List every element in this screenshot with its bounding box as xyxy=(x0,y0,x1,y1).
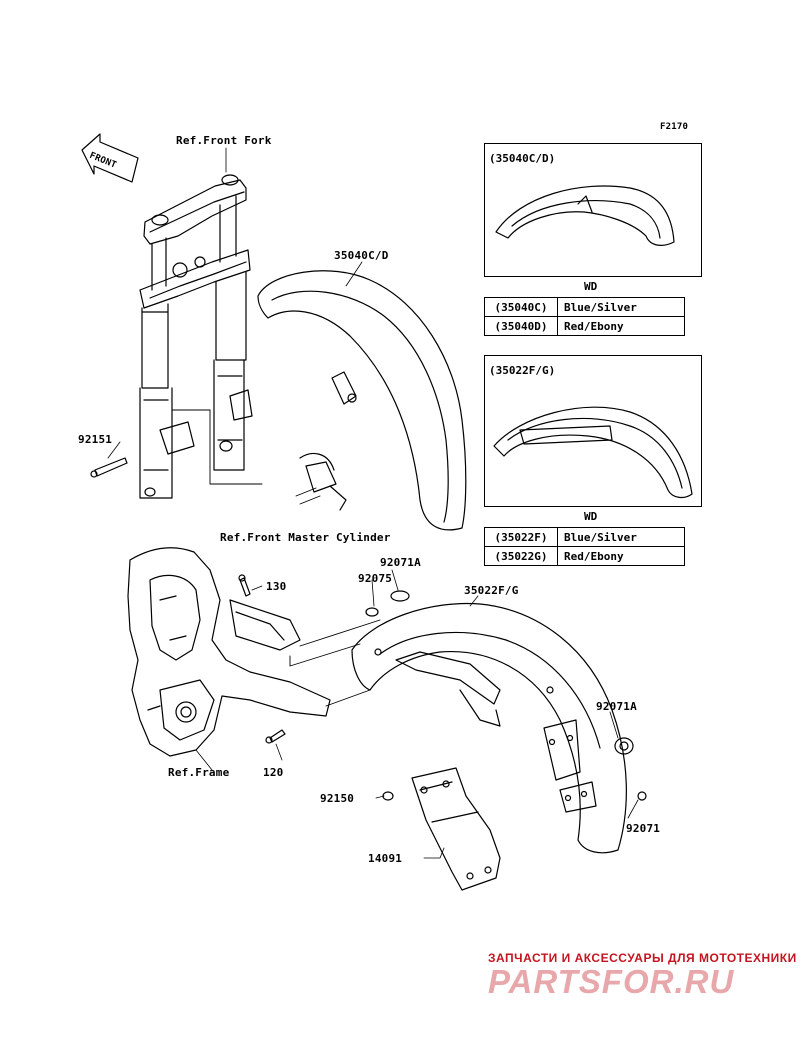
color-code-cell: (35022G) xyxy=(484,546,558,566)
part-label-92071a-right: 92071A xyxy=(596,700,637,713)
mud-flap-drawing xyxy=(411,767,501,891)
inset-fender-sketch-front xyxy=(495,185,675,246)
table-row: (35040C) Blue/Silver xyxy=(484,297,685,317)
watermark-tagline: ЗАПЧАСТИ И АКСЕССУАРЫ ДЛЯ МОТОТЕХНИКИ xyxy=(488,951,797,965)
figure-code: F2170 xyxy=(660,122,689,132)
front-fender-drawing xyxy=(257,270,467,531)
part-label-92071a-top: 92071A xyxy=(380,556,421,569)
front-fender-variant-inset: (35040C/D) xyxy=(484,143,702,277)
part-label-14091: 14091 xyxy=(368,852,403,865)
table-row: (35022G) Red/Ebony xyxy=(484,546,685,566)
front-fender-wd-label: WD xyxy=(584,280,598,293)
callout-leaders xyxy=(107,147,639,859)
part-label-92151: 92151 xyxy=(78,433,113,446)
inset-fender-sketch-rear xyxy=(493,406,693,499)
color-code-cell: (35040D) xyxy=(484,316,558,336)
part-label-92075: 92075 xyxy=(358,572,393,585)
part-label-rear-fender: 35022F/G xyxy=(464,584,519,597)
ref-frame-label: Ref.Frame xyxy=(168,766,230,779)
rear-fender-variant-inset: (35022F/G) xyxy=(484,355,702,507)
ref-front-fork-label: Ref.Front Fork xyxy=(176,134,272,147)
rear-fender-drawing xyxy=(351,590,647,854)
table-row: (35040D) Red/Ebony xyxy=(484,316,685,336)
front-fork-drawing xyxy=(90,174,263,499)
front-fender-variant-title: (35040C/D) xyxy=(489,152,556,165)
part-label-92150: 92150 xyxy=(320,792,355,805)
color-name-cell: Red/Ebony xyxy=(557,316,685,336)
front-arrow-icon xyxy=(81,133,139,183)
rear-fender-variant-title: (35022F/G) xyxy=(489,364,556,377)
part-label-130: 130 xyxy=(266,580,287,593)
table-row: (35022F) Blue/Silver xyxy=(484,527,685,547)
ref-front-master-cylinder-label: Ref.Front Master Cylinder xyxy=(220,531,391,544)
color-name-cell: Blue/Silver xyxy=(557,527,685,547)
part-label-120: 120 xyxy=(263,766,284,779)
rear-fender-wd-label: WD xyxy=(584,510,598,523)
color-code-cell: (35040C) xyxy=(484,297,558,317)
color-code-cell: (35022F) xyxy=(484,527,558,547)
watermark-brand-logo: PARTSFOR.RU xyxy=(488,963,735,1000)
front-fender-color-table: (35040C) Blue/Silver (35040D) Red/Ebony xyxy=(484,297,685,336)
color-name-cell: Red/Ebony xyxy=(557,546,685,566)
color-name-cell: Blue/Silver xyxy=(557,297,685,317)
part-label-front-fender: 35040C/D xyxy=(334,249,389,262)
frame-drawing xyxy=(127,547,381,757)
rear-fender-color-table: (35022F) Blue/Silver (35022G) Red/Ebony xyxy=(484,527,685,566)
part-label-92071: 92071 xyxy=(626,822,661,835)
